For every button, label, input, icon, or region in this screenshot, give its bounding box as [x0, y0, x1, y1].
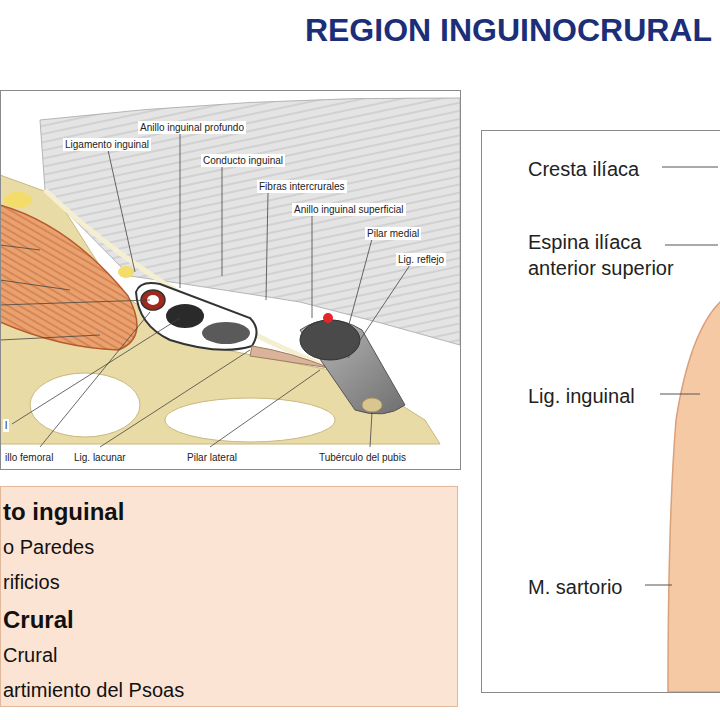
text-label: Lig. lacunar	[72, 451, 128, 464]
text-label: Crural	[3, 604, 74, 635]
text-label: Crural	[3, 642, 57, 668]
text-label: rificios	[3, 569, 60, 595]
text-label: artimiento del Psoas	[3, 677, 184, 703]
text-label: Conducto inguinal	[201, 154, 285, 167]
text-label: Anillo inguinal superficial	[292, 203, 406, 216]
text-label: Espina ilíaca anterior superior	[528, 229, 700, 281]
text-label: o Paredes	[3, 534, 94, 560]
text-label: Tubérculo del pubis	[317, 451, 408, 464]
text-label: Fibras intercrurales	[257, 180, 347, 193]
slide-title: REGION INGUINOCRURAL	[305, 12, 712, 49]
summary-box: to inguinalo ParedesrificiosCruralCrural…	[0, 486, 458, 707]
text-label: l	[3, 419, 9, 432]
illustration-frame: Anillo inguinal profundoLigamento inguin…	[0, 90, 461, 470]
text-label: Ligamento inguinal	[63, 138, 151, 151]
text-label: to inguinal	[3, 496, 124, 527]
text-label: illo femoral	[3, 451, 55, 464]
text-label: Cresta ilíaca	[528, 156, 639, 182]
text-label: M. sartorio	[528, 574, 622, 600]
surface-anatomy-panel: Cresta ilíacaEspina ilíaca anterior supe…	[481, 130, 720, 693]
text-label: Lig. reflejo	[396, 253, 446, 266]
text-label: Lig. inguinal	[528, 383, 635, 409]
text-label: Anillo inguinal profundo	[138, 121, 246, 134]
text-label: Pilar medial	[365, 227, 421, 240]
text-label: Pilar lateral	[185, 451, 239, 464]
